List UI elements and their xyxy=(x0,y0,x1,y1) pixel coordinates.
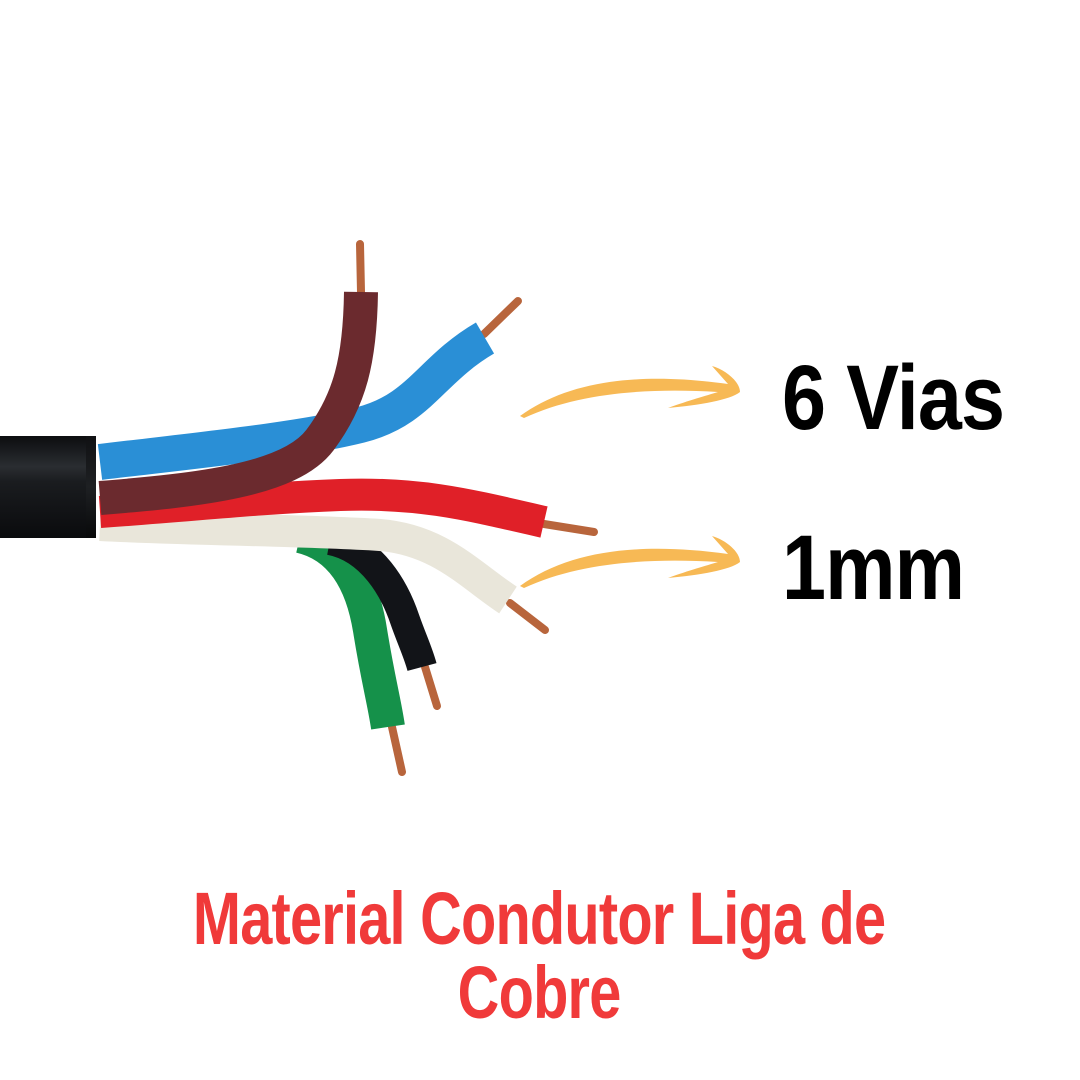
cable-sheath xyxy=(0,436,96,538)
wire-blue xyxy=(97,322,495,480)
wire-white xyxy=(99,509,517,614)
wire-black xyxy=(326,525,437,672)
spec-ways-label: 6 Vias xyxy=(782,347,1005,449)
arrow-icon xyxy=(520,366,740,418)
material-caption: Material Condutor Liga de Cobre xyxy=(192,877,886,1034)
cable-sheath-end xyxy=(86,436,96,538)
arrow-icon xyxy=(520,536,740,588)
wire-brown xyxy=(98,291,378,515)
spec-gauge-label: 1mm xyxy=(782,517,965,619)
copper-conductors xyxy=(356,240,598,776)
